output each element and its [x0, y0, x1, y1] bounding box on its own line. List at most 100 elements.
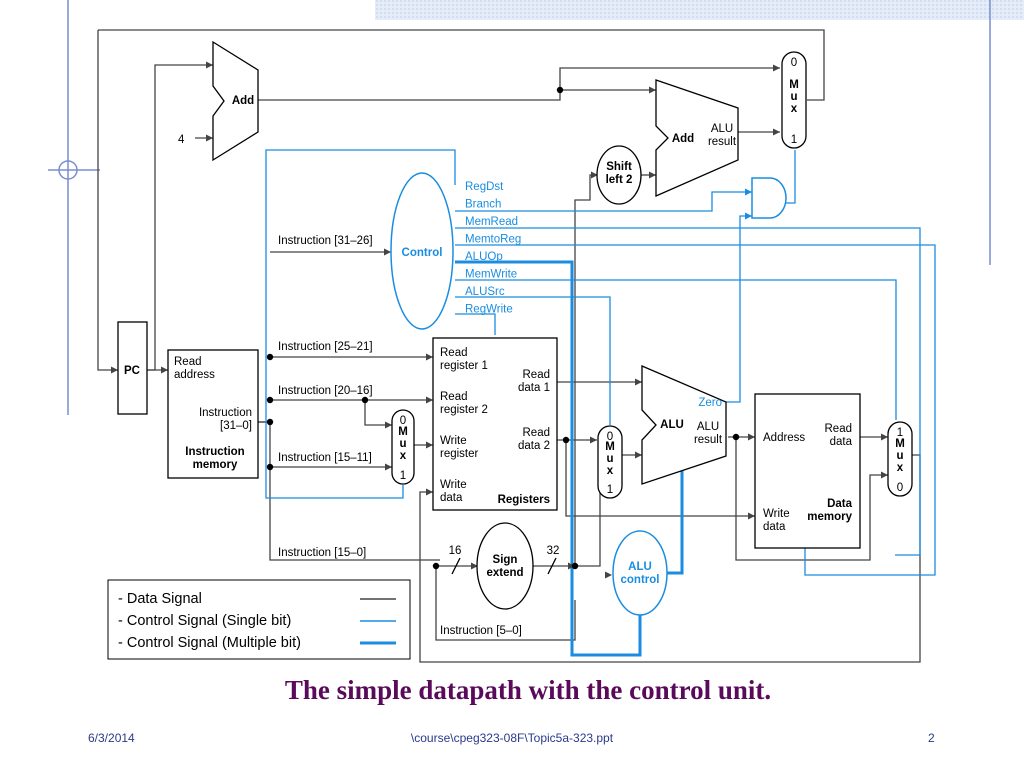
- memread-wire: [455, 227, 921, 556]
- control-signal-memread: MemRead: [465, 216, 518, 228]
- pc-register: [117, 321, 148, 415]
- instruction-field-label: Instruction [15–0]: [278, 547, 366, 559]
- control-signal-regwrite: RegWrite: [465, 304, 513, 316]
- junction-dot: [571, 562, 579, 570]
- arrowhead: [635, 378, 642, 386]
- reg-read-data-2: Read: [523, 427, 551, 439]
- const-four-label: 4: [178, 134, 185, 146]
- branch-wire: [455, 191, 752, 212]
- control-label: Control: [402, 247, 443, 259]
- pcsrc-mux-letter: x: [791, 103, 798, 115]
- instruction-field-label: Instruction [20–16]: [278, 385, 373, 397]
- instruction-field-label: Instruction [15–11]: [278, 452, 372, 464]
- dmem-read-data: Read: [825, 423, 853, 435]
- arrowhead: [426, 441, 433, 449]
- arrowhead: [568, 562, 575, 570]
- arrowhead: [635, 451, 642, 459]
- pc-label: PC: [124, 365, 140, 377]
- regdst-mux-input-top: 0: [400, 415, 406, 427]
- width-out-label: 32: [547, 545, 560, 557]
- reg-read-register-1: register 1: [440, 360, 488, 372]
- dmem-address: Address: [763, 432, 805, 444]
- memtoreg-mux: [887, 421, 913, 497]
- branch-and-gate: [751, 177, 787, 219]
- regdst-mux-letter: M: [398, 426, 408, 438]
- regdst-mux-letter: u: [399, 438, 406, 450]
- pc-plus-four-wire: [258, 67, 780, 101]
- imem-read-address: address: [174, 369, 215, 381]
- bus-tick: [547, 557, 557, 575]
- memwrite-dmem-wire: [455, 279, 897, 420]
- control-signal-memwrite: MemWrite: [465, 269, 517, 281]
- pc-input-wire: [97, 30, 118, 371]
- instruction-field-label: Instruction [31–26]: [278, 235, 373, 247]
- regdst-mux-letter: x: [400, 450, 407, 462]
- legend-item-label: - Control Signal (Single bit): [118, 613, 291, 629]
- junction-dot: [361, 396, 369, 404]
- arrowhead: [591, 171, 598, 179]
- pc-adder-label: Add: [232, 95, 254, 107]
- imem-name: Instruction: [185, 446, 244, 458]
- junction-dot: [556, 86, 564, 94]
- reg-write-register: Write: [440, 435, 467, 447]
- footer-page-number: 2: [928, 731, 935, 745]
- legend-item-label: - Data Signal: [118, 591, 202, 607]
- labels: PCAdd4ReadaddressInstruction[31–0]Instru…: [124, 57, 905, 637]
- instr-20-16-to-mux: [364, 400, 392, 426]
- pc-adder: [212, 40, 259, 162]
- control-signal-regdst: RegDst: [465, 181, 504, 193]
- memtoreg-wire: [455, 244, 936, 576]
- dmem-name: memory: [807, 511, 852, 523]
- reg-read-data-1: Read: [523, 369, 551, 381]
- alusrc-mux-letter: x: [607, 465, 614, 477]
- reg-write-data: Write: [440, 479, 467, 491]
- regdst-wire: [265, 149, 456, 499]
- alu-result-label: result: [694, 434, 723, 446]
- wires: [97, 29, 936, 663]
- arrowhead: [471, 562, 478, 570]
- writeback-wire: [419, 454, 921, 663]
- alu-control: [612, 530, 668, 616]
- control-unit: [390, 172, 454, 330]
- shift-left-label: Shift: [606, 161, 632, 173]
- control-signal-alusrc: ALUSrc: [465, 286, 505, 298]
- junction-dot: [266, 353, 274, 361]
- branch-adder-label: Add: [672, 133, 694, 145]
- sign-extend-label: extend: [486, 567, 523, 579]
- instruction-field-label: Instruction [25–21]: [278, 341, 373, 353]
- imem-name: memory: [193, 459, 238, 471]
- branch-adder-result: ALU: [711, 123, 733, 135]
- control-signal-memtoreg: MemtoReg: [465, 234, 521, 246]
- crosshair-ornament: [58, 160, 78, 180]
- pc-update-wire: [98, 29, 825, 101]
- memtoreg-mux-input-top: 1: [897, 427, 903, 439]
- dmem-name: Data: [827, 498, 853, 510]
- imem-read-address: Read: [174, 356, 202, 368]
- arrowhead: [881, 471, 888, 479]
- arrowhead: [161, 366, 168, 374]
- shift-left-label: left 2: [606, 174, 633, 186]
- arrowhead: [605, 571, 612, 579]
- arrowhead: [649, 171, 656, 179]
- reg-read-register-1: Read: [440, 347, 468, 359]
- alusrc-mux-letter: u: [606, 453, 613, 465]
- register-file: [432, 337, 558, 511]
- regwrite-wire: [455, 313, 496, 335]
- imm-to-alusrc-mux: [575, 469, 601, 567]
- arrowhead: [649, 86, 656, 94]
- reg-write-register: register: [440, 448, 479, 460]
- arrowhead: [206, 61, 213, 69]
- dmem-write-data: data: [763, 521, 786, 533]
- junction-dot: [562, 436, 570, 444]
- arrowhead: [111, 366, 118, 374]
- arrowhead: [385, 421, 392, 429]
- memtoreg-mux-letter: x: [897, 462, 904, 474]
- alu-result-bypass: [735, 437, 888, 561]
- arrowhead: [745, 188, 752, 196]
- instruction-field-label: Instruction [5–0]: [440, 625, 522, 637]
- sign-extend: [476, 522, 534, 610]
- branch-adder-result: result: [708, 136, 737, 148]
- memtoreg-mux-input-bottom: 0: [897, 482, 903, 494]
- reg-read-data-1: data 1: [518, 382, 550, 394]
